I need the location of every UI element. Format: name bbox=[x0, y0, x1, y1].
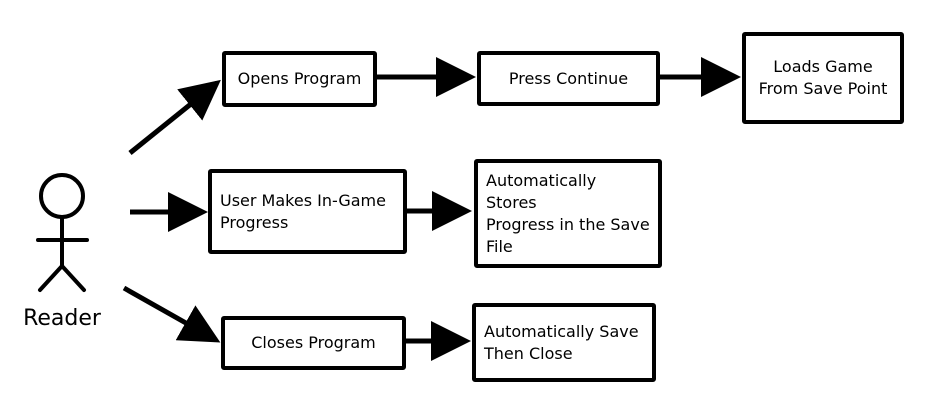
node-press-continue-label: Press Continue bbox=[508, 68, 629, 88]
node-save-close: Automatically Save Then Close bbox=[472, 303, 656, 382]
node-opens-program-label: Opens Program bbox=[237, 69, 362, 88]
arrow-reader-to-closes-program bbox=[122, 285, 221, 343]
node-press-continue: Press Continue bbox=[477, 51, 660, 106]
node-loads-game: Loads Game From Save Point bbox=[742, 32, 904, 124]
arrow-reader-to-opens-program bbox=[128, 79, 221, 155]
node-loads-game-label: Loads Game From Save Point bbox=[758, 57, 888, 98]
actor-label: Reader bbox=[23, 306, 101, 331]
node-user-progress: User Makes In-Game Progress bbox=[208, 169, 407, 254]
reader-stick-figure bbox=[36, 173, 89, 292]
node-user-progress-label: User Makes In-Game Progress bbox=[220, 190, 386, 232]
node-closes-program: Closes Program bbox=[221, 316, 406, 370]
node-stores-progress-label: Automatically Stores Progress in the Sav… bbox=[486, 170, 650, 256]
node-save-close-label: Automatically Save Then Close bbox=[484, 321, 639, 363]
node-closes-program-label: Closes Program bbox=[251, 333, 376, 352]
node-opens-program: Opens Program bbox=[222, 51, 377, 107]
node-stores-progress: Automatically Stores Progress in the Sav… bbox=[474, 159, 662, 268]
